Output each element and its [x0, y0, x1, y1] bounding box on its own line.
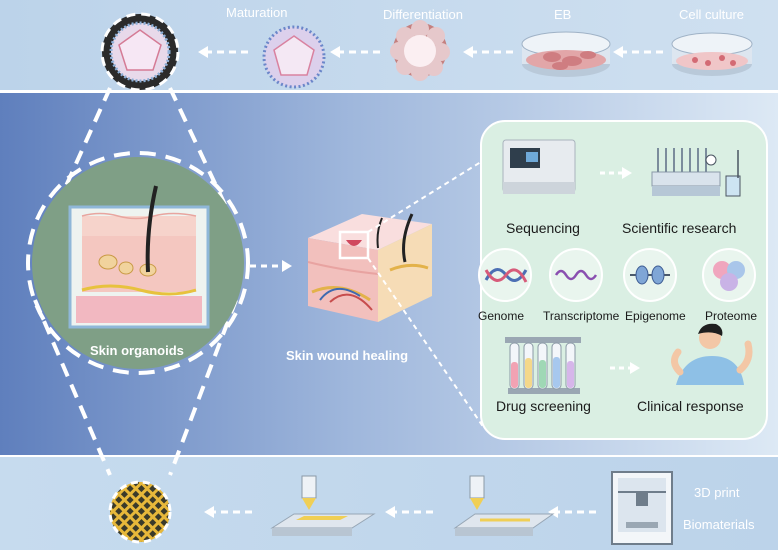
- person-icon: [671, 323, 753, 385]
- bottom-arrowheads: [204, 506, 558, 518]
- center-arrowhead: [282, 260, 292, 272]
- panel-arrowhead-1: [622, 167, 632, 179]
- label-scientific-research: Scientific research: [622, 220, 737, 236]
- skin-organoid-disc: [26, 151, 250, 375]
- label-3d-print: 3D print: [694, 485, 740, 500]
- 3d-printer-icon: [611, 471, 673, 545]
- label-eb: EB: [554, 7, 572, 22]
- label-skin-wound-healing: Skin wound healing: [286, 348, 409, 363]
- chromatin-icon: [630, 265, 670, 285]
- label-cell-culture: Cell culture: [679, 7, 745, 22]
- eb-dish-icon: [521, 31, 611, 77]
- print-step-two-icon: [270, 475, 376, 536]
- dna-icon: [484, 268, 528, 283]
- cell-culture-dish-icon: [671, 32, 753, 76]
- rna-icon: [554, 269, 598, 281]
- printed-scaffold-disc: [108, 480, 172, 544]
- label-sequencing: Sequencing: [506, 220, 580, 236]
- label-maturation: Maturation: [226, 5, 288, 20]
- label-clinical-response: Clinical response: [637, 398, 744, 414]
- print-step-one-icon: [453, 475, 555, 536]
- panel-arrowhead-2: [630, 362, 640, 374]
- label-proteome: Proteome: [705, 309, 758, 323]
- zoom-dashed-lines: [367, 159, 485, 429]
- mature-organoid-icon: [100, 12, 180, 92]
- lab-apparatus-icon: [651, 148, 741, 197]
- label-skin-organoids: Skin organoids: [90, 343, 184, 358]
- label-differentiation: Differentiation: [383, 7, 463, 22]
- top-arrowheads: [198, 46, 623, 58]
- skin-wound-block: [307, 213, 432, 322]
- label-transcriptome: Transcriptome: [543, 309, 620, 323]
- protein-icon: [713, 261, 745, 291]
- sequencer-icon: [502, 139, 576, 194]
- label-drug-screening: Drug screening: [496, 398, 591, 414]
- differentiation-organoid-icon: [390, 20, 450, 81]
- label-biomaterials: Biomaterials: [683, 517, 755, 532]
- label-genome: Genome: [478, 309, 525, 323]
- test-tubes-icon: [505, 337, 581, 394]
- label-epigenome: Epigenome: [625, 309, 686, 323]
- maturation-organoid-icon: [262, 25, 326, 89]
